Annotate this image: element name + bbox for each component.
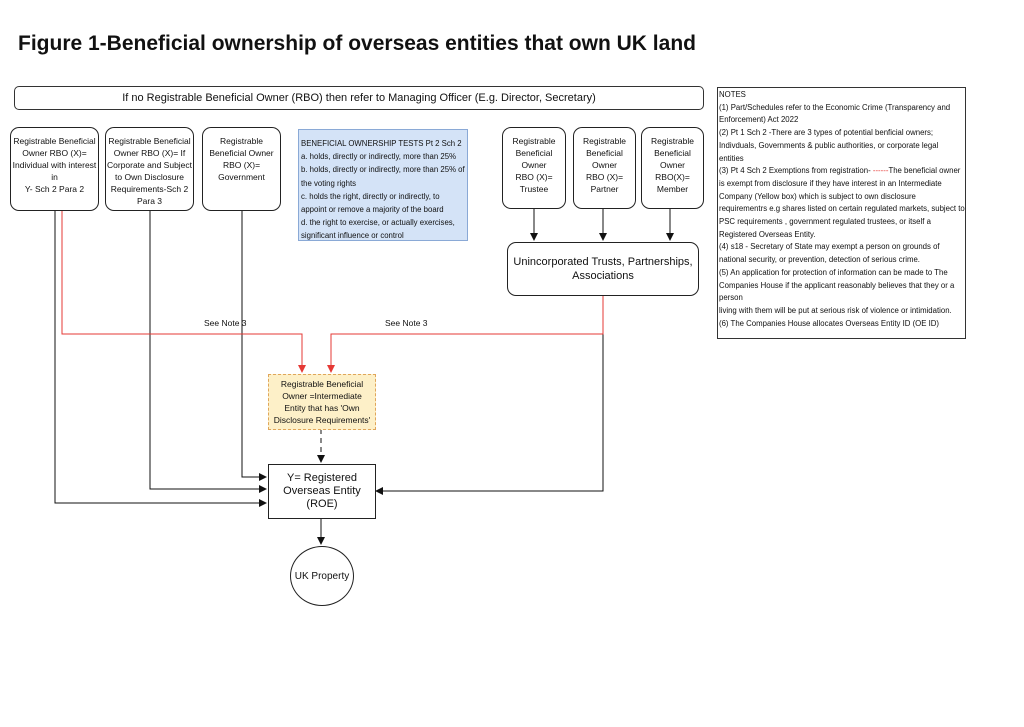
note-5b: living with them will be put at serious … [719,305,952,315]
notes-panel: NOTES (1) Part/Schedules refer to the Ec… [717,87,966,339]
rbo-trustee-box: Registrable Beneficial Owner RBO (X)= Tr… [502,127,566,209]
notes-heading: NOTES [719,90,746,99]
rbo-corporate-box: Registrable Beneficial Owner RBO (X)= If… [105,127,194,211]
note-3: (3) Pt 4 Sch 2 Exemptions from registrat… [719,165,965,241]
rbo-individual-label: Registrable Beneficial Owner RBO (X)= In… [12,136,97,194]
red-connector-individual-to-intermediate [61,211,306,373]
note-3-body: The beneficial owner is exempt from disc… [719,166,965,239]
registered-overseas-entity-box: Y= Registered Overseas Entity (ROE) [268,464,376,519]
figure-title: Figure 1-Beneficial ownership of oversea… [18,32,696,55]
rbo-individual-box: Registrable Beneficial Owner RBO (X)= In… [10,127,99,211]
managing-officer-banner: If no Registrable Beneficial Owner (RBO)… [14,86,704,110]
rbo-corporate-label: Registrable Beneficial Owner RBO (X)= If… [106,136,193,206]
connector-corporate-to-roe [149,211,267,493]
connector-unincorporated-to-roe [375,294,604,495]
note-4: (4) s18 - Secretary of State may exempt … [719,242,940,265]
connector-individual-to-roe [54,211,267,507]
rbo-member-box: Registrable Beneficial Owner RBO(X)= Mem… [641,127,704,209]
intermediate-entity-box: Registrable Beneficial Owner =Intermedia… [268,374,376,430]
rbo-partner-label: Registrable Beneficial Owner RBO (X)= Pa… [583,136,626,194]
tests-heading: BENEFICIAL OWNERSHIP TESTS Pt 2 Sch 2 [301,139,462,148]
rbo-trustee-label: Registrable Beneficial Owner RBO (X)= Tr… [512,136,556,194]
note-5a: (5) An application for protection of inf… [719,267,955,303]
uk-property-node: UK Property [290,546,354,606]
beneficial-ownership-tests-box: BENEFICIAL OWNERSHIP TESTS Pt 2 Sch 2 a.… [298,129,468,241]
see-note-left-label: See Note 3 [204,318,247,328]
note-6: (6) The Companies House allocates Overse… [719,318,939,328]
note-2: (2) Pt 1 Sch 2 -There are 3 types of pot… [719,128,939,163]
test-item-c: c. holds the right, directly or indirect… [301,191,444,215]
note-3-red-dashes: ------ [872,166,889,176]
rbo-government-box: Registrable Beneficial Owner RBO (X)= Go… [202,127,281,211]
note-3-lead: (3) Pt 4 Sch 2 Exemptions from registrat… [719,166,873,176]
test-item-b: b. holds, directly or indirectly, more t… [301,165,465,188]
connector-government-to-roe [241,211,267,481]
rbo-government-label: Registrable Beneficial Owner RBO (X)= Go… [209,136,274,182]
test-item-d: d. the right to exercise, or actually ex… [301,218,455,241]
test-item-a: a. holds, directly or indirectly, more t… [301,152,456,162]
red-connector-unincorporated-to-intermediate [327,294,604,373]
note-1: (1) Part/Schedules refer to the Economic… [719,102,951,125]
unincorporated-trusts-box: Unincorporated Trusts, Partnerships, Ass… [507,242,699,296]
see-note-right-label: See Note 3 [385,318,428,328]
rbo-member-label: Registrable Beneficial Owner RBO(X)= Mem… [651,136,694,194]
rbo-partner-box: Registrable Beneficial Owner RBO (X)= Pa… [573,127,636,209]
